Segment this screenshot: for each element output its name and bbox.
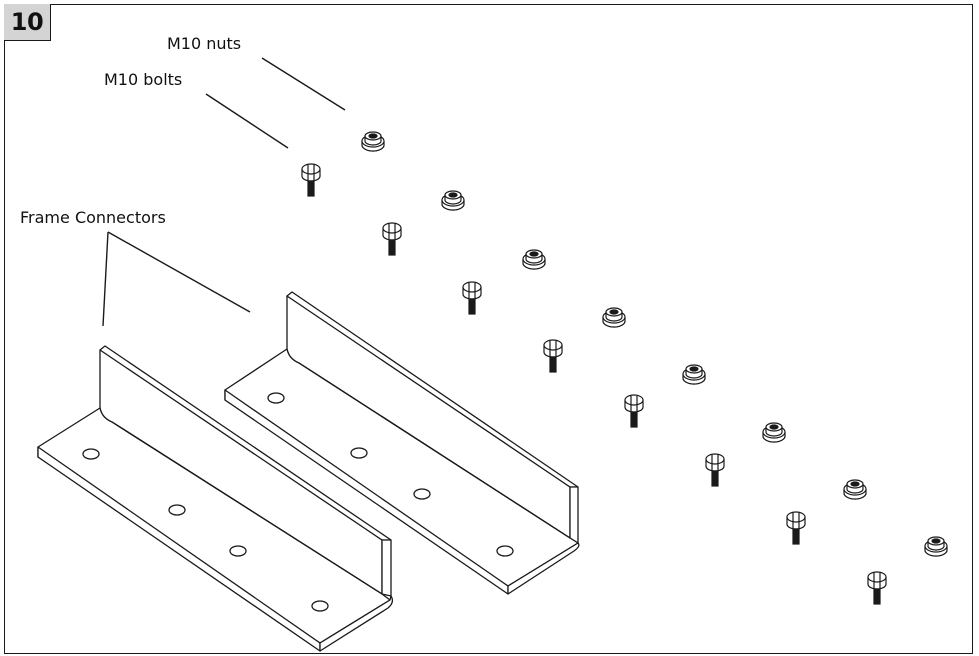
connectors-leader-line-a xyxy=(102,231,109,327)
step-number: 10 xyxy=(4,4,51,41)
nut-group xyxy=(361,131,948,557)
m10-bolt xyxy=(382,222,402,256)
diagram-frame xyxy=(4,4,973,654)
m10-nut xyxy=(522,249,546,270)
m10-nut xyxy=(602,307,626,328)
m10-bolt xyxy=(705,453,725,487)
m10-bolt xyxy=(462,281,482,315)
connectors-leader-line-b xyxy=(107,231,251,313)
m10-nut xyxy=(682,364,706,385)
m10-nut xyxy=(441,190,465,211)
m10-nut xyxy=(762,422,786,443)
m10-bolt xyxy=(543,339,563,373)
frame-connector-1 xyxy=(37,345,394,652)
m10-bolt xyxy=(301,163,321,197)
m10-nut xyxy=(924,536,948,557)
frame-connector-2 xyxy=(224,291,580,595)
m10-nut xyxy=(843,479,867,500)
bolts-leader-line xyxy=(205,93,289,149)
nuts-leader-line xyxy=(261,57,346,111)
m10-nut xyxy=(361,131,385,152)
m10-bolt xyxy=(624,394,644,428)
frame-connectors-label: Frame Connectors xyxy=(20,208,166,227)
bolt-group xyxy=(301,163,887,605)
m10-nuts-label: M10 nuts xyxy=(167,34,242,53)
leader-lines xyxy=(102,57,346,327)
m10-bolt xyxy=(786,511,806,545)
m10-bolts-label: M10 bolts xyxy=(104,70,183,89)
m10-bolt xyxy=(867,571,887,605)
